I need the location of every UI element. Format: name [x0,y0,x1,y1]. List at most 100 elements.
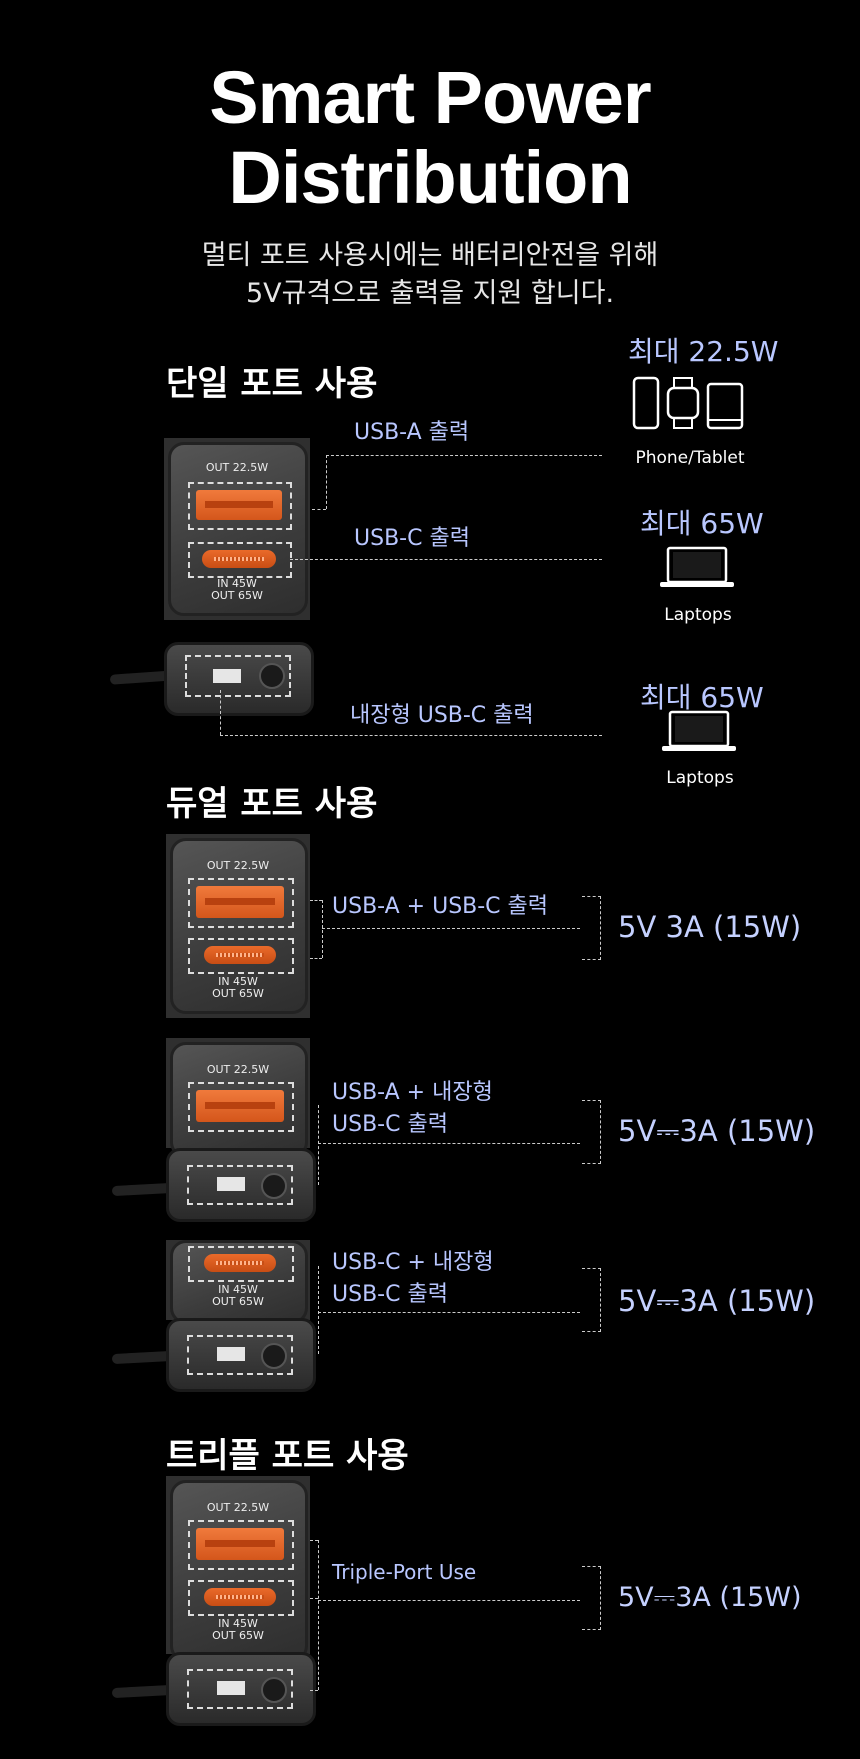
usb-a-port [196,886,284,918]
built-in-port-highlight [187,1165,293,1205]
connector-line [322,900,323,958]
triple-spec: 5V⎓3A (15W) [618,1582,802,1613]
usb-a-built-in-label-2: USB-C 출력 [332,1112,448,1137]
cable-plug [213,669,241,683]
power-button [261,1343,287,1369]
connector-line [318,1143,580,1144]
laptop-icon [660,546,734,587]
connector-line [220,735,602,736]
connector-line [310,1540,318,1541]
power-button [261,1677,287,1703]
usb-c-port [204,1254,276,1272]
connector-line [310,900,322,901]
built-in-cable-unit [166,1148,316,1222]
dual-spec-3: 5V⎓3A (15W) [618,1284,816,1318]
usb-c-built-in-label-1: USB-C + 내장형 [332,1250,494,1275]
triple-port-label: Triple-Port Use [332,1560,477,1584]
single-max-65w-b: 최대 65W [640,681,764,714]
connector-line [290,559,602,560]
cable-plug [217,1177,245,1191]
built-in-cable-unit [166,1318,316,1392]
port-out-label: OUT 22.5W [206,1063,270,1076]
power-bank-front: OUT 22.5W [166,1038,310,1158]
built-in-port-highlight [185,655,291,697]
usb-a-port [196,1090,284,1122]
port-out-c-label: OUT 65W [212,1295,264,1308]
single-device-phone: Phone/Tablet [635,448,745,468]
usb-a-port-highlight [188,1520,294,1570]
built-in-cable-unit [166,1652,316,1726]
dual-port-heading: 듀얼 포트 사용 [166,784,378,824]
usb-c-built-in-label-2: USB-C 출력 [332,1282,448,1307]
connector-line [326,455,602,456]
port-out-c-label: OUT 65W [212,1629,264,1642]
power-bank-front: OUT 22.5W IN 45W OUT 65W [164,438,310,620]
usb-c-port [204,1588,276,1606]
power-bank-front: OUT 22.5W IN 45W OUT 65W [166,1476,310,1662]
power-button [261,1173,287,1199]
usb-c-port-highlight [188,1246,294,1282]
port-in-label: IN 45W [218,975,258,988]
connector-bracket [582,896,601,960]
usb-a-port-highlight [188,878,294,928]
connector-line [322,928,580,929]
usb-a-usb-c-output-label: USB-A + USB-C 출력 [332,894,549,919]
usb-c-output-label: USB-C 출력 [354,526,470,551]
connector-bracket [582,1268,601,1332]
connector-line [318,1540,319,1690]
usb-a-output-label: USB-A 출력 [354,420,470,445]
power-bank-front: OUT 22.5W IN 45W OUT 65W [166,834,310,1018]
page-title-line2: Distribution [228,136,632,219]
single-device-laptop-a: Laptops [664,605,732,625]
port-in-label: IN 45W [218,1617,258,1630]
power-button [259,663,285,689]
connector-line [310,1690,318,1691]
built-in-port-highlight [187,1335,293,1375]
usb-c-port-highlight [188,938,294,974]
connector-bracket [582,1566,601,1630]
connector-line [318,1312,580,1313]
subtitle-line2: 5V규격으로 출력을 지원 합니다. [245,278,615,309]
port-in-label: IN 45W [218,1283,258,1296]
connector-line [310,958,322,959]
usb-c-port [204,946,276,964]
usb-c-port-highlight [188,542,292,578]
port-out-c-label: OUT 65W [212,987,264,1000]
usb-a-port [196,1528,284,1560]
single-max-22w: 최대 22.5W [628,335,779,368]
connector-bracket [582,1100,601,1164]
connector-line [310,1598,318,1599]
page-title-line1: Smart Power [209,56,651,139]
single-port-heading: 단일 포트 사용 [166,364,378,404]
port-out-label: OUT 22.5W [206,859,270,872]
usb-c-port [202,550,276,568]
single-max-65w-a: 최대 65W [640,507,764,540]
cable-plug [217,1347,245,1361]
connector-line [326,455,327,509]
laptop-icon [662,710,736,751]
port-out-label: OUT 22.5W [206,1501,270,1514]
dual-spec-2: 5V⎓3A (15W) [618,1114,816,1148]
usb-a-port-highlight [188,1082,294,1132]
single-device-laptop-b: Laptops [666,768,734,788]
dual-spec-1: 5V 3A (15W) [618,910,802,944]
connector-line [318,1600,580,1601]
cable-plug [217,1681,245,1695]
triple-port-heading: 트리플 포트 사용 [166,1436,409,1476]
connector-line [318,1105,319,1185]
usb-a-port [196,490,282,520]
built-in-cable-unit [164,642,314,716]
port-out-label: OUT 22.5W [205,461,269,474]
connector-line [312,509,326,510]
built-in-port-highlight [187,1669,293,1709]
power-bank-front: IN 45W OUT 65W [166,1240,310,1324]
phone-watch-tablet-icon [632,376,744,430]
built-in-usb-c-output-label: 내장형 USB-C 출력 [350,703,534,728]
subtitle-line1: 멀티 포트 사용시에는 배터리안전을 위해 [201,240,659,271]
connector-line [220,690,221,735]
usb-c-port-highlight [188,1580,294,1616]
usb-a-port-highlight [188,482,292,530]
port-out-c-label: OUT 65W [211,589,263,602]
port-in-label: IN 45W [217,577,257,590]
connector-line [318,1266,319,1354]
